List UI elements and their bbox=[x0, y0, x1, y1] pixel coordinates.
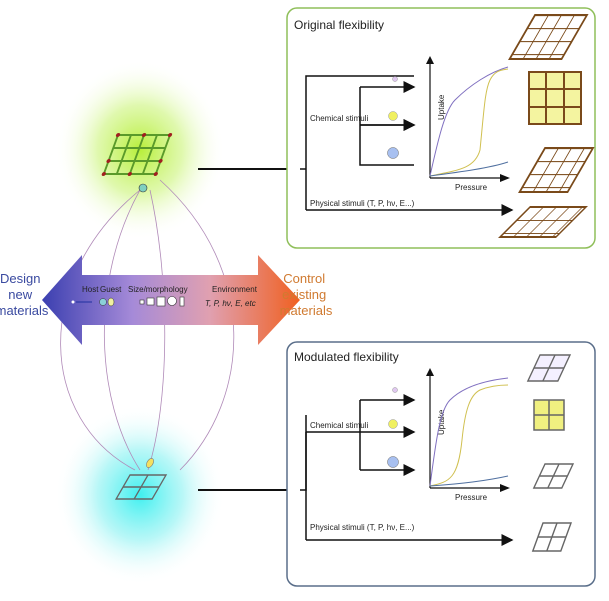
panel-title: Original flexibility bbox=[294, 18, 384, 32]
curve-large-guest bbox=[429, 161, 509, 177]
modulated-flexibility-panel: Modulated flexibility Chemical stimuli P… bbox=[286, 341, 596, 587]
y-axis-label: Uptake bbox=[437, 409, 446, 435]
curve-small-guest bbox=[429, 66, 509, 177]
lattice-state-2 bbox=[533, 399, 565, 431]
size-label: Size/morphology bbox=[128, 285, 188, 294]
curve-medium-guest bbox=[429, 68, 509, 177]
size-morphology-icons bbox=[139, 296, 185, 307]
lattice-state-2 bbox=[528, 71, 582, 125]
guest-molecule-icon bbox=[138, 183, 148, 193]
host-icon bbox=[71, 300, 92, 304]
y-axis-label: Uptake bbox=[437, 94, 446, 120]
guest-icons bbox=[99, 297, 115, 307]
guest-large-icon bbox=[387, 147, 399, 159]
guest-large-icon bbox=[387, 456, 399, 468]
guest-small-icon bbox=[392, 387, 398, 393]
chemical-stimuli-label: Chemical stimuli bbox=[310, 421, 368, 430]
environment-label: Environment bbox=[212, 285, 258, 294]
design-label: Design new materials bbox=[0, 271, 49, 318]
guest-small-icon bbox=[392, 76, 398, 82]
control-label: Control existing materials bbox=[280, 271, 333, 318]
curve-small-guest bbox=[429, 377, 509, 487]
panel-title: Modulated flexibility bbox=[294, 350, 399, 364]
cyan-glow bbox=[55, 405, 225, 585]
original-flexibility-panel: Original flexibility Chemical stimuli Ph… bbox=[286, 7, 596, 249]
chemical-stimuli-label: Chemical stimuli bbox=[310, 114, 368, 123]
lattice-state-4 bbox=[531, 522, 573, 552]
uptake-chart-axes bbox=[429, 60, 508, 179]
x-axis-label: Pressure bbox=[455, 493, 488, 502]
guest-medium-icon bbox=[388, 419, 398, 429]
curve-medium-guest bbox=[429, 384, 509, 487]
lattice-state-1 bbox=[508, 14, 589, 60]
guest-medium-icon bbox=[388, 111, 398, 121]
host-label: Host bbox=[82, 285, 99, 294]
uptake-chart-axes bbox=[429, 372, 508, 489]
lattice-state-3 bbox=[532, 463, 575, 489]
environment-sub-label: T, P, hν, E, etc bbox=[205, 299, 256, 308]
lattice-state-3 bbox=[518, 147, 595, 193]
curve-large-guest bbox=[429, 475, 509, 487]
framework-lattice-top bbox=[101, 133, 173, 176]
lattice-state-1 bbox=[526, 354, 572, 382]
guest-label: Guest bbox=[100, 285, 122, 294]
x-axis-label: Pressure bbox=[455, 183, 488, 192]
green-glow bbox=[55, 60, 225, 240]
physical-stimuli-label: Physical stimuli (T, P, hν, E...) bbox=[310, 199, 415, 208]
lattice-state-4 bbox=[498, 206, 588, 238]
connection-curves bbox=[60, 179, 235, 471]
framework-lattice-bottom bbox=[114, 474, 168, 500]
physical-stimuli-label: Physical stimuli (T, P, hν, E...) bbox=[310, 523, 415, 532]
modulator-icon bbox=[146, 458, 154, 468]
